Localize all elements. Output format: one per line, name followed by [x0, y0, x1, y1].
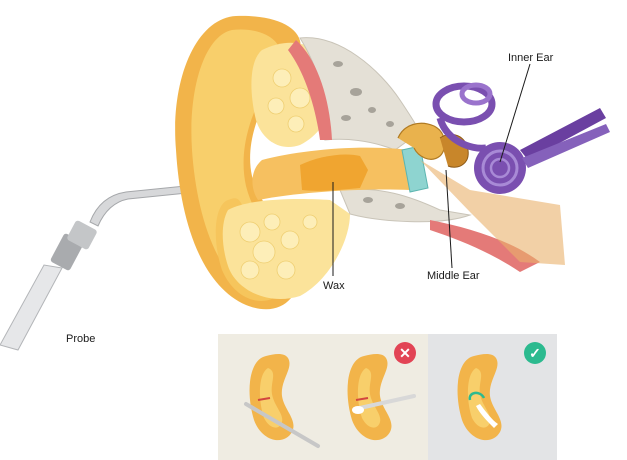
- ear-swab-pushing: [347, 354, 416, 441]
- inner-ear-label: Inner Ear: [508, 52, 554, 64]
- method-illustrations: [244, 354, 502, 448]
- ear-canal: [252, 147, 410, 200]
- leader-lines: [332, 63, 531, 276]
- wrong-x-icon: ✕: [394, 342, 416, 364]
- correct-check-icon: ✓: [524, 342, 546, 364]
- middle-ear-label: Middle Ear: [427, 270, 480, 282]
- ear-swab-deep: [244, 354, 320, 448]
- ear-proper-cleaning: [457, 354, 502, 441]
- wax-deposit: [300, 154, 368, 191]
- probe-label: Probe: [66, 333, 96, 345]
- wax-label: Wax: [323, 280, 345, 292]
- muscle-tissue: [288, 40, 540, 272]
- inner-ear: [432, 82, 610, 194]
